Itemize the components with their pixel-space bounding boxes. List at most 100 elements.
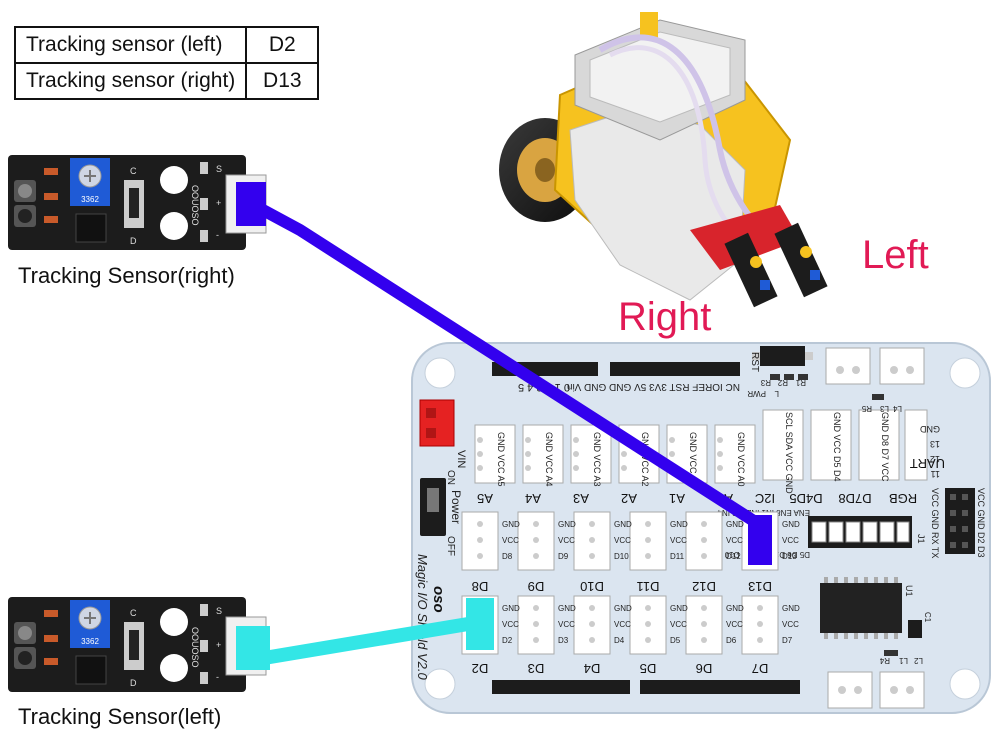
robot-label-left: Left	[862, 233, 929, 277]
table-row: Tracking sensor (left) D2	[13, 26, 320, 64]
row3-gnd-d6: GND	[726, 604, 744, 613]
pin-assignment-table: Tracking sensor (left) D2 Tracking senso…	[13, 26, 320, 100]
capacitor-c1	[908, 620, 922, 638]
l3-label: L3	[880, 404, 889, 413]
power-switch[interactable]	[420, 478, 446, 536]
wire-right-sensor-to-d13	[236, 182, 772, 565]
header-top-right: NC IOREF RST 3V3 5V GND GND Vin	[567, 362, 740, 392]
row1-pins-a5: GND VCC A5	[496, 432, 506, 487]
port-d9: D9	[528, 579, 545, 594]
header-bottom-right	[640, 680, 800, 694]
pin-s-right: S	[216, 164, 222, 174]
row1-pins-d7d8: GND D8 D7 VCC	[880, 412, 890, 482]
pin-s-left: S	[216, 606, 222, 616]
row2-gnd-d9: GND	[558, 520, 576, 529]
l2-label: L2	[914, 656, 923, 665]
port-a5: A5	[477, 491, 493, 506]
port-a4: A4	[525, 491, 541, 506]
vertical-text-right: OOUOSO	[190, 185, 200, 226]
row2-gnd-d12: GND	[726, 520, 744, 529]
pin-minus-right: -	[216, 230, 219, 240]
row3-port-names: D2 D3 D4 D5 D6 D7	[472, 661, 769, 676]
on-label: ON	[445, 470, 456, 485]
row2-gnd-d11: GND	[670, 520, 688, 529]
j1-label: J1	[916, 534, 926, 544]
shield-brand: oso	[430, 586, 447, 613]
row1-pins-a3: GND VCC A3	[592, 432, 602, 487]
port-a2: A2	[621, 491, 637, 506]
sensor-name-cell: Tracking sensor (right)	[13, 62, 248, 100]
switch-label-d-left: D	[130, 678, 137, 688]
row1-pins-a0: GND VCC A0	[736, 432, 746, 487]
row2-sig-d13: D13	[782, 552, 797, 561]
row3-gnd-d3: GND	[558, 604, 576, 613]
row3-gnd-d4: GND	[614, 604, 632, 613]
connector-top-2	[879, 347, 925, 385]
port-d4: D4	[584, 661, 601, 676]
row2-pin-dots	[477, 521, 707, 559]
row3-vcc-d6: VCC	[726, 620, 743, 629]
row2-vcc-d9: VCC	[558, 536, 575, 545]
table-row: Tracking sensor (right) D13	[13, 62, 320, 100]
port-rgb: RGB	[889, 491, 917, 506]
u1-label: U1	[904, 585, 914, 597]
switch-label-c-right: C	[130, 166, 137, 176]
row2-vcc-d13: VCC	[782, 536, 799, 545]
l1-label: L1	[899, 656, 908, 665]
row1-pin-dots	[477, 437, 723, 471]
port-a3: A3	[573, 491, 589, 506]
r2-label: R2	[777, 378, 788, 387]
robot-label-right: Right	[618, 295, 711, 339]
off-label: OFF	[445, 536, 456, 556]
port-i2c: I2C	[755, 491, 775, 506]
row3-sig-d3: D3	[558, 636, 569, 645]
l-label: L	[774, 389, 779, 398]
motor-driver-chip	[820, 577, 902, 639]
shield-title: Magic I/O Shield V2.0	[415, 554, 430, 680]
row2-sig-d9: D9	[558, 552, 569, 561]
row2-vcc-d11: VCC	[670, 536, 687, 545]
pin-minus-left: -	[216, 672, 219, 682]
row3-vcc-d7: VCC	[782, 620, 799, 629]
vin-label: VIN	[455, 450, 467, 468]
rst-label: RST	[749, 352, 760, 372]
header-top-right-label: NC IOREF RST 3V3 5V GND GND Vin	[567, 381, 740, 392]
port-d4d5: D4D5	[789, 491, 822, 506]
port-d12: D12	[692, 579, 716, 594]
port-d7d8: D7D8	[838, 491, 871, 506]
header-bottom-left	[492, 680, 630, 694]
sensor-name-cell: Tracking sensor (left)	[13, 26, 248, 64]
robot-car-image	[499, 12, 828, 308]
row2-gnd-d8: GND	[502, 520, 520, 529]
reset-button[interactable]	[752, 346, 813, 366]
right-11: 11	[931, 469, 940, 479]
r1-label: R1	[795, 378, 806, 387]
row2-vcc-d8: VCC	[502, 536, 519, 545]
row3-pin-labels: GND VCC D2 GND VCC D3 GND VCC D4 GND VCC…	[502, 604, 800, 645]
row2-sig-d11: D11	[670, 552, 685, 561]
magic-io-shield: 0 1 2 3 4 5 NC IOREF RST 3V3 5V GND GND …	[411, 342, 991, 714]
port-d6: D6	[696, 661, 713, 676]
row2-gnd-d13: GND	[782, 520, 800, 529]
port-d2: D2	[472, 661, 489, 676]
row2-port-names: D8 D9 D10 D11 D12 D13	[472, 579, 772, 594]
port-d5: D5	[640, 661, 657, 676]
port-d10: D10	[580, 579, 604, 594]
connector-bottom-1	[827, 671, 873, 709]
r4-label: R4	[879, 656, 890, 665]
power-connector	[419, 399, 455, 447]
smd-components	[770, 374, 898, 656]
switch-label-c-left: C	[130, 608, 137, 618]
pin-cell: D13	[245, 62, 320, 100]
row3-vcc-d4: VCC	[614, 620, 631, 629]
uart-pins: VCC GND RX TX	[930, 488, 940, 558]
uart-pins2: VCC GND D2 D3	[976, 488, 986, 558]
connector-top-1	[825, 347, 871, 385]
r3-label: R3	[760, 378, 771, 387]
pot-code-left: 3362	[81, 637, 99, 646]
row3-pin-dots	[533, 605, 763, 643]
row2-sig-d10: D10	[614, 552, 629, 561]
row3-gnd-d5: GND	[670, 604, 688, 613]
row1-pins-i2c: SCL SDA VCC GND	[784, 412, 794, 494]
wire-left-sensor-to-d2	[236, 598, 494, 670]
